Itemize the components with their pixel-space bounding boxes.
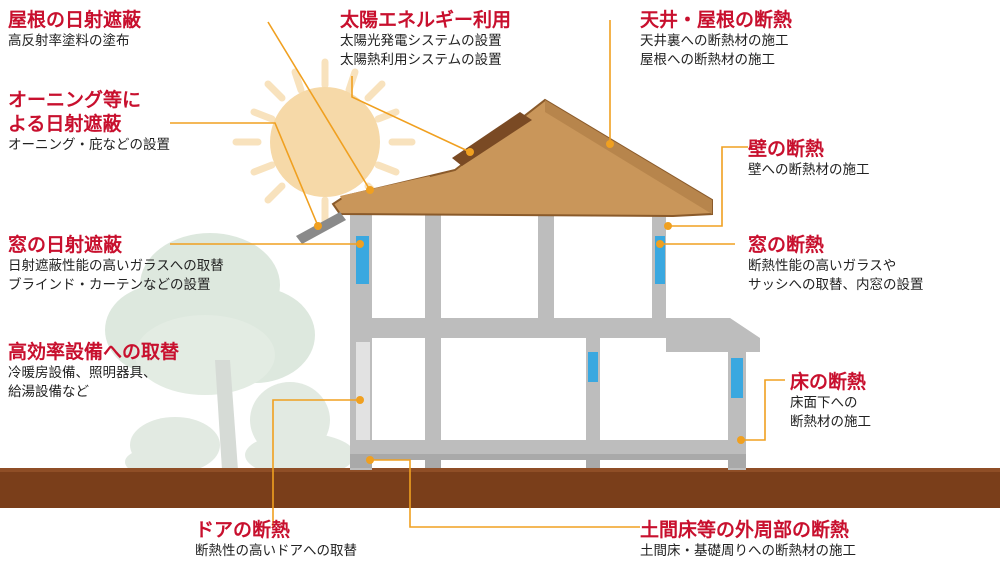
ceiling-roof-label: 天井・屋根の断熱 天井裏への断熱材の施工 屋根への断熱材の施工 (640, 8, 792, 70)
ceiling-roof-desc-2: 屋根への断熱材の施工 (640, 52, 775, 68)
door-desc: 断熱性の高いドアへの取替 (195, 543, 357, 559)
floor-title: 床の断熱 (790, 371, 867, 393)
tree-illustration (105, 233, 355, 477)
door-label: ドアの断熱 断熱性の高いドアへの取替 (195, 518, 357, 561)
solar-desc-1: 太陽光発電システムの設置 (340, 33, 502, 49)
solar-title: 太陽エネルギー利用 (340, 9, 512, 31)
wall-title: 壁の断熱 (748, 138, 825, 160)
awning-desc: オーニング・庇などの設置 (8, 137, 170, 153)
solar-label: 太陽エネルギー利用 太陽光発電システムの設置 太陽熱利用システムの設置 (340, 8, 511, 70)
window-glass (356, 236, 743, 398)
roof-shading-desc: 高反射率塗料の塗布 (8, 33, 130, 49)
equipment-label: 高効率設備への取替 冷暖房設備、照明器具、 給湯設備など (8, 340, 179, 402)
earthen-floor-label: 土間床等の外周部の断熱 土間床・基礎周りへの断熱材の施工 (640, 518, 856, 561)
awning-title-line1: オーニング等に (8, 89, 142, 111)
window-shading-title: 窓の日射遮蔽 (8, 234, 123, 256)
awning-label: オーニング等に よる日射遮蔽 オーニング・庇などの設置 (8, 88, 170, 155)
floor-label: 床の断熱 床面下への 断熱材の施工 (790, 370, 871, 432)
sun-icon (232, 58, 416, 226)
earthen-floor-title: 土間床等の外周部の断熱 (640, 519, 850, 541)
equipment-title: 高効率設備への取替 (8, 341, 180, 363)
ceiling-roof-desc-1: 天井裏への断熱材の施工 (640, 33, 789, 49)
window-insulation-desc-2: サッシへの取替、内窓の設置 (748, 277, 924, 293)
wall-desc: 壁への断熱材の施工 (748, 162, 870, 178)
floor-desc-1: 床面下への (790, 395, 858, 411)
roof-shading-title: 屋根の日射遮蔽 (8, 9, 142, 31)
solar-desc-2: 太陽熱利用システムの設置 (340, 52, 502, 68)
window-insulation-label: 窓の断熱 断熱性能の高いガラスや サッシへの取替、内窓の設置 (748, 233, 924, 295)
roof-shading-label: 屋根の日射遮蔽 高反射率塗料の塗布 (8, 8, 141, 51)
leader-lines (170, 20, 785, 528)
window-insulation-title: 窓の断熱 (748, 234, 825, 256)
ceiling-roof-title: 天井・屋根の断熱 (640, 9, 793, 31)
floor-desc-2: 断熱材の施工 (790, 414, 871, 430)
window-insulation-desc-1: 断熱性能の高いガラスや (748, 258, 897, 274)
window-shading-desc-1: 日射遮蔽性能の高いガラスへの取替 (8, 258, 224, 274)
door-title: ドアの断熱 (195, 519, 291, 541)
wall-label: 壁の断熱 壁への断熱材の施工 (748, 137, 870, 180)
ground (0, 468, 1000, 508)
equipment-desc-2: 給湯設備など (8, 384, 89, 400)
door (356, 342, 370, 440)
window-shading-label: 窓の日射遮蔽 日射遮蔽性能の高いガラスへの取替 ブラインド・カーテンなどの設置 (8, 233, 224, 295)
awning-title-line2: よる日射遮蔽 (8, 113, 122, 135)
window-shading-desc-2: ブラインド・カーテンなどの設置 (8, 277, 211, 293)
earthen-floor-desc: 土間床・基礎周りへの断熱材の施工 (640, 543, 856, 559)
equipment-desc-1: 冷暖房設備、照明器具、 (8, 365, 157, 381)
